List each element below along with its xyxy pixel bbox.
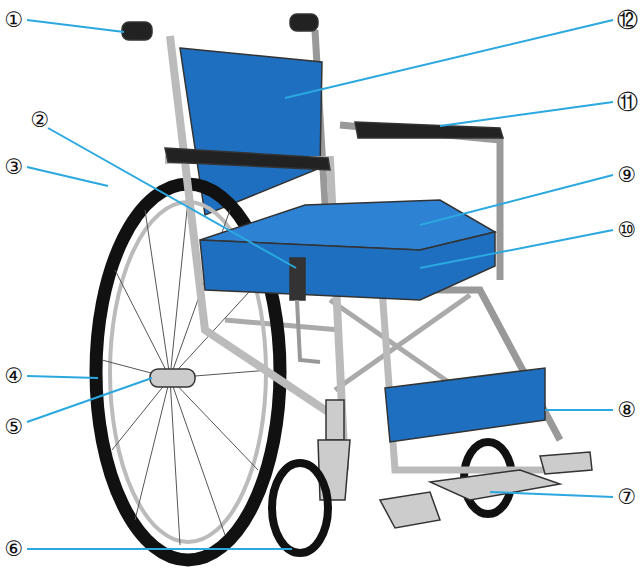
brake-lever bbox=[290, 258, 305, 300]
leader-line bbox=[27, 548, 292, 550]
leader-line bbox=[27, 20, 124, 32]
armrest bbox=[165, 148, 330, 170]
callout-number: ⑩ bbox=[618, 218, 637, 242]
callout-number: ⑦ bbox=[618, 485, 637, 509]
hand-grip bbox=[290, 14, 318, 31]
leader-line bbox=[27, 376, 98, 378]
caster-fork bbox=[326, 400, 344, 440]
leader-line bbox=[285, 20, 613, 98]
wheelchair bbox=[96, 14, 592, 560]
callout-number: ⑥ bbox=[5, 537, 24, 561]
brake-rod bbox=[297, 300, 320, 362]
callout-number: ⑤ bbox=[5, 415, 24, 439]
callout-number: ④ bbox=[5, 364, 24, 388]
armrest bbox=[355, 122, 503, 138]
leg-rest bbox=[385, 368, 545, 442]
leader-line bbox=[48, 128, 296, 268]
callout-number: ① bbox=[5, 8, 24, 32]
leader-line bbox=[490, 492, 613, 497]
callout-number: ⑫ bbox=[617, 8, 638, 32]
leader-line bbox=[27, 378, 152, 422]
leader-line bbox=[440, 102, 613, 126]
footplate bbox=[430, 470, 560, 500]
seat-front bbox=[200, 232, 495, 300]
callout-number: ⑨ bbox=[618, 163, 637, 187]
callout-number: ③ bbox=[5, 155, 24, 179]
hand-grip bbox=[122, 22, 152, 40]
footplate bbox=[380, 492, 440, 528]
leader-line bbox=[545, 409, 613, 411]
callout-number: ⑧ bbox=[618, 398, 637, 422]
callout-number: ② bbox=[31, 108, 50, 132]
leader-line bbox=[420, 175, 613, 225]
leader-line bbox=[27, 167, 108, 186]
leader-line bbox=[420, 230, 613, 268]
leader-lines bbox=[27, 20, 613, 549]
wheel-hub bbox=[150, 369, 195, 387]
footplate bbox=[540, 452, 592, 474]
caster-wheel bbox=[272, 463, 328, 553]
callout-number: ⑪ bbox=[617, 90, 638, 114]
